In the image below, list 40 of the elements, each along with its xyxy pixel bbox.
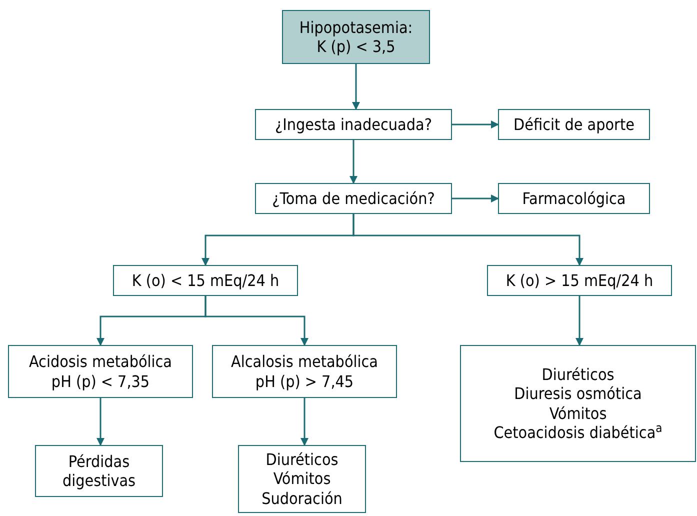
process-box: [238, 445, 366, 513]
arrow: [452, 120, 499, 128]
process-box: [487, 265, 672, 296]
box-text: Diuréticos: [266, 450, 338, 470]
arrow: [452, 194, 499, 202]
box-text: Vómitos: [273, 469, 331, 489]
process-box: [460, 345, 696, 462]
box-text: Farmacológica: [522, 188, 626, 208]
arrow: [204, 296, 308, 346]
box-text: ¿Ingesta inadecuada?: [275, 114, 432, 134]
arrow: [352, 64, 360, 110]
box-text: K (o) > 15 mEq/24 h: [506, 270, 654, 290]
box-text: Pérdidas digestivas: [61, 452, 137, 490]
box-text: Acidosis metabólica: [28, 352, 172, 372]
process-box: [212, 345, 397, 398]
arrow: [350, 140, 358, 184]
arrow: [96, 398, 104, 446]
process-box: [498, 183, 650, 214]
box-text: Alcalosis metabólica: [231, 352, 378, 372]
process-box: [113, 265, 298, 296]
box-text: Vómitos: [549, 404, 607, 423]
arrow: [352, 214, 584, 266]
box-text: ¿Toma de medicación?: [272, 188, 435, 208]
box-text: pH (p) < 7,35: [51, 372, 150, 391]
box-text: Déficit de aporte: [514, 114, 634, 134]
box-text: K (o) < 15 mEq/24 h: [132, 270, 280, 290]
process-box: [8, 345, 193, 398]
box-text: Sudoración: [262, 488, 342, 508]
box-text: Diuresis osmótica: [514, 384, 642, 404]
arrow: [300, 398, 308, 446]
box-text: Diuréticos: [542, 365, 614, 384]
box-text: pH (p) > 7,45: [255, 372, 354, 391]
box-text: Hipopotasemia: K (p) < 3,5: [298, 18, 414, 56]
process-box: [498, 109, 650, 140]
arrow: [576, 296, 584, 346]
box-text: Cetoacidosis diabética$^{a}$: [494, 422, 662, 442]
process-box: [255, 183, 452, 214]
process-box: [255, 109, 452, 140]
process-box: [35, 445, 163, 497]
start-box: [282, 10, 430, 64]
